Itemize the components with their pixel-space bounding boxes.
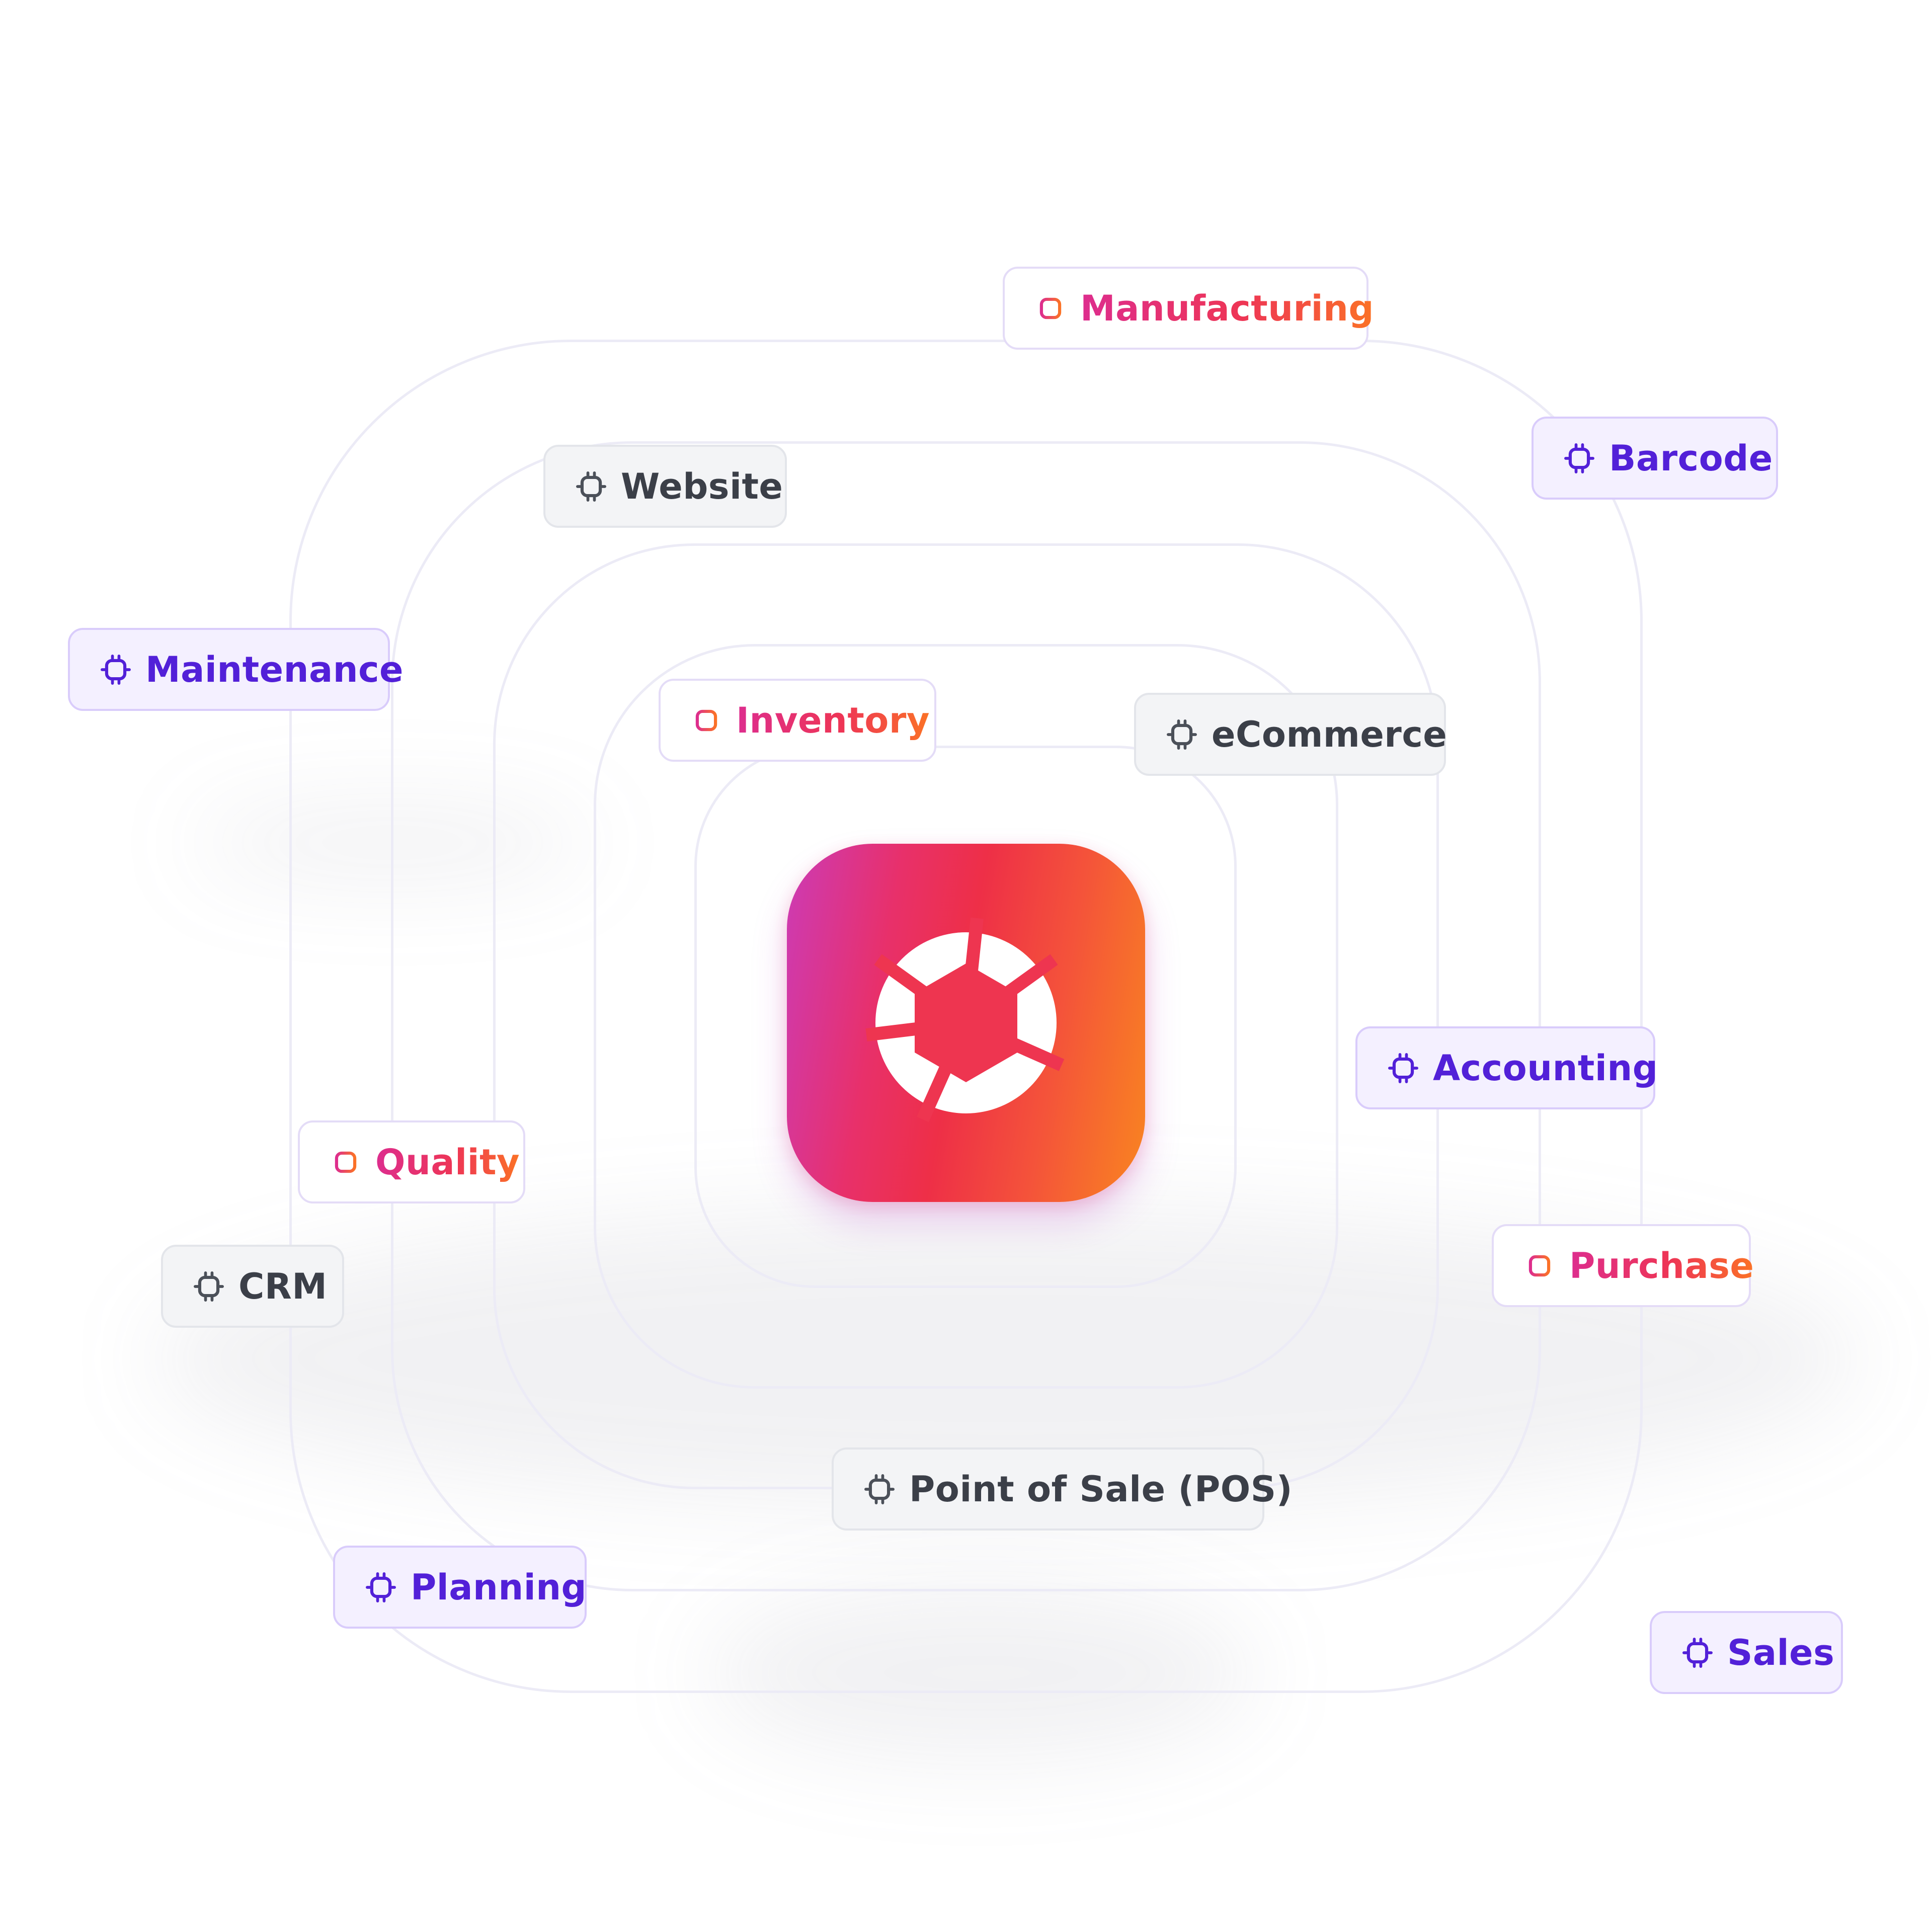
tag-barcode[interactable]: Barcode [1532,417,1778,500]
tag-label: Inventory [736,699,930,741]
tag-ecommerce[interactable]: eCommerce [1134,693,1447,776]
tag-purchase[interactable]: Purchase [1492,1224,1754,1307]
tag-sales[interactable]: Sales [1650,1611,1843,1694]
chip-icon [101,654,131,685]
tag-label: CRM [238,1265,328,1307]
tag-label: Quality [375,1141,520,1183]
tag-label: Barcode [1609,437,1773,479]
background-glow [704,1585,1258,1761]
chip-icon [331,1147,361,1177]
tag-planning[interactable]: Planning [333,1546,587,1629]
chip-icon [1682,1637,1713,1668]
orbit-ring-1 [694,746,1237,1288]
tag-label: Website [621,465,783,507]
tag-label: Sales [1727,1632,1835,1673]
chip-icon [1564,443,1594,473]
chip-icon [1388,1053,1418,1083]
tag-quality[interactable]: Quality [298,1120,525,1203]
tag-label: Point of Sale (POS) [909,1468,1293,1510]
tag-label: Purchase [1569,1245,1754,1286]
tag-inventory[interactable]: Inventory [659,679,936,762]
tag-accounting[interactable]: Accounting [1355,1026,1658,1109]
chip-icon [1167,719,1197,750]
chip-icon [691,705,721,736]
tag-label: Maintenance [145,649,404,690]
center-app-icon[interactable] [787,844,1145,1202]
tag-maintenance[interactable]: Maintenance [68,628,404,711]
chip-icon [194,1271,224,1302]
tag-label: Accounting [1433,1047,1658,1089]
aperture-icon [865,917,1065,1122]
tag-manufacturing[interactable]: Manufacturing [1003,267,1374,350]
chip-icon [864,1474,895,1504]
tag-label: eCommerce [1212,713,1447,755]
tag-crm[interactable]: CRM [161,1245,344,1328]
chip-icon [1035,293,1066,324]
orbit-ring-5 [289,340,1643,1693]
tag-label: Planning [411,1566,587,1608]
tag-label: Manufacturing [1080,287,1374,329]
orbit-ring-2 [594,644,1338,1389]
chip-icon [1524,1250,1555,1281]
orbit-ring-4 [391,441,1541,1591]
tag-point-of-sale[interactable]: Point of Sale (POS) [832,1447,1293,1531]
tag-website[interactable]: Website [543,445,787,528]
chip-icon [366,1572,396,1602]
chip-icon [576,471,606,502]
